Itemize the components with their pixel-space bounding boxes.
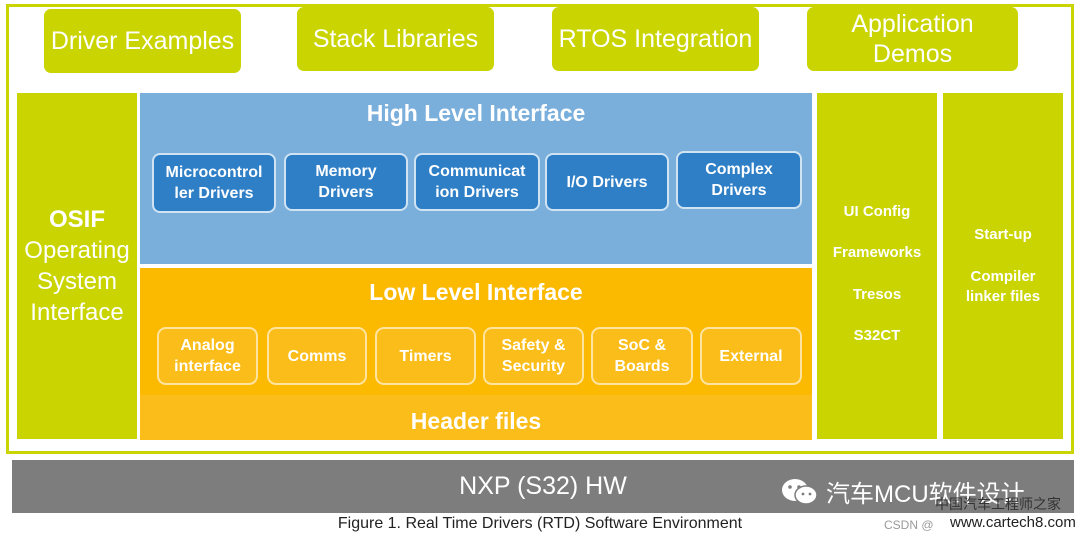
nxp-hw-bar: NXP (S32) HW: [12, 460, 1074, 513]
startup-column: Start-up Compiler linker files: [943, 93, 1063, 439]
site-chinese-watermark: 中国汽车工程师之家: [935, 497, 1061, 513]
application-demos-label: Application Demos: [851, 10, 974, 68]
csdn-watermark: CSDN @: [884, 518, 934, 532]
driver-examples-box: Driver Examples: [44, 9, 241, 73]
memory-drivers-box: Memory Drivers: [284, 153, 408, 211]
stack-libraries-box: Stack Libraries: [297, 7, 494, 71]
timers-box: Timers: [375, 327, 476, 385]
figure-caption: Figure 1. Real Time Drivers (RTD) Softwa…: [337, 515, 743, 532]
ui-config-label: UI Config: [843, 203, 911, 220]
comms-box: Comms: [267, 327, 367, 385]
nxp-hw-label: NXP (S32) HW: [459, 472, 627, 500]
compiler-linker-files-label: Compiler linker files: [965, 268, 1041, 305]
low-level-interface-title: Low Level Interface: [369, 279, 583, 305]
rtos-integration-label: RTOS Integration: [558, 25, 753, 53]
safety-security-box: Safety & Security: [483, 327, 584, 385]
header-files-label: Header files: [410, 408, 542, 434]
application-demos-box: Application Demos: [807, 7, 1018, 71]
osif-title: OSIF: [48, 205, 105, 233]
io-drivers-box: I/O Drivers: [545, 153, 669, 211]
osif-column: OSIF Operating System Interface: [17, 93, 137, 439]
rtos-integration-box: RTOS Integration: [552, 7, 759, 71]
s32ct-label: S32CT: [853, 327, 901, 344]
wechat-account-name: 汽车MCU软件设计: [826, 481, 1025, 508]
startup-label: Start-up: [974, 226, 1032, 243]
header-files-band: [140, 395, 812, 440]
wechat-watermark: 汽车MCU软件设计: [780, 474, 1025, 509]
soc-boards-box: SoC & Boards: [591, 327, 693, 385]
config-tools-column: UI Config Frameworks Tresos S32CT: [817, 93, 937, 439]
external-box: External: [700, 327, 802, 385]
complex-drivers-box: Complex Drivers: [676, 151, 802, 209]
site-url-watermark: www.cartech8.com: [950, 514, 1076, 531]
frameworks-label: Frameworks: [832, 244, 922, 261]
driver-examples-label: Driver Examples: [50, 27, 235, 55]
stack-libraries-label: Stack Libraries: [312, 25, 479, 53]
analog-interface-box: Analog interface: [157, 327, 258, 385]
osif-subtitle: Operating System Interface: [24, 236, 130, 326]
communication-drivers-box: Communicat ion Drivers: [414, 153, 540, 211]
tresos-label: Tresos: [852, 286, 902, 303]
microcontroller-drivers-box: Microcontrol ler Drivers: [152, 153, 276, 213]
high-level-interface-title: High Level Interface: [366, 100, 586, 126]
wechat-icon: [782, 478, 818, 505]
